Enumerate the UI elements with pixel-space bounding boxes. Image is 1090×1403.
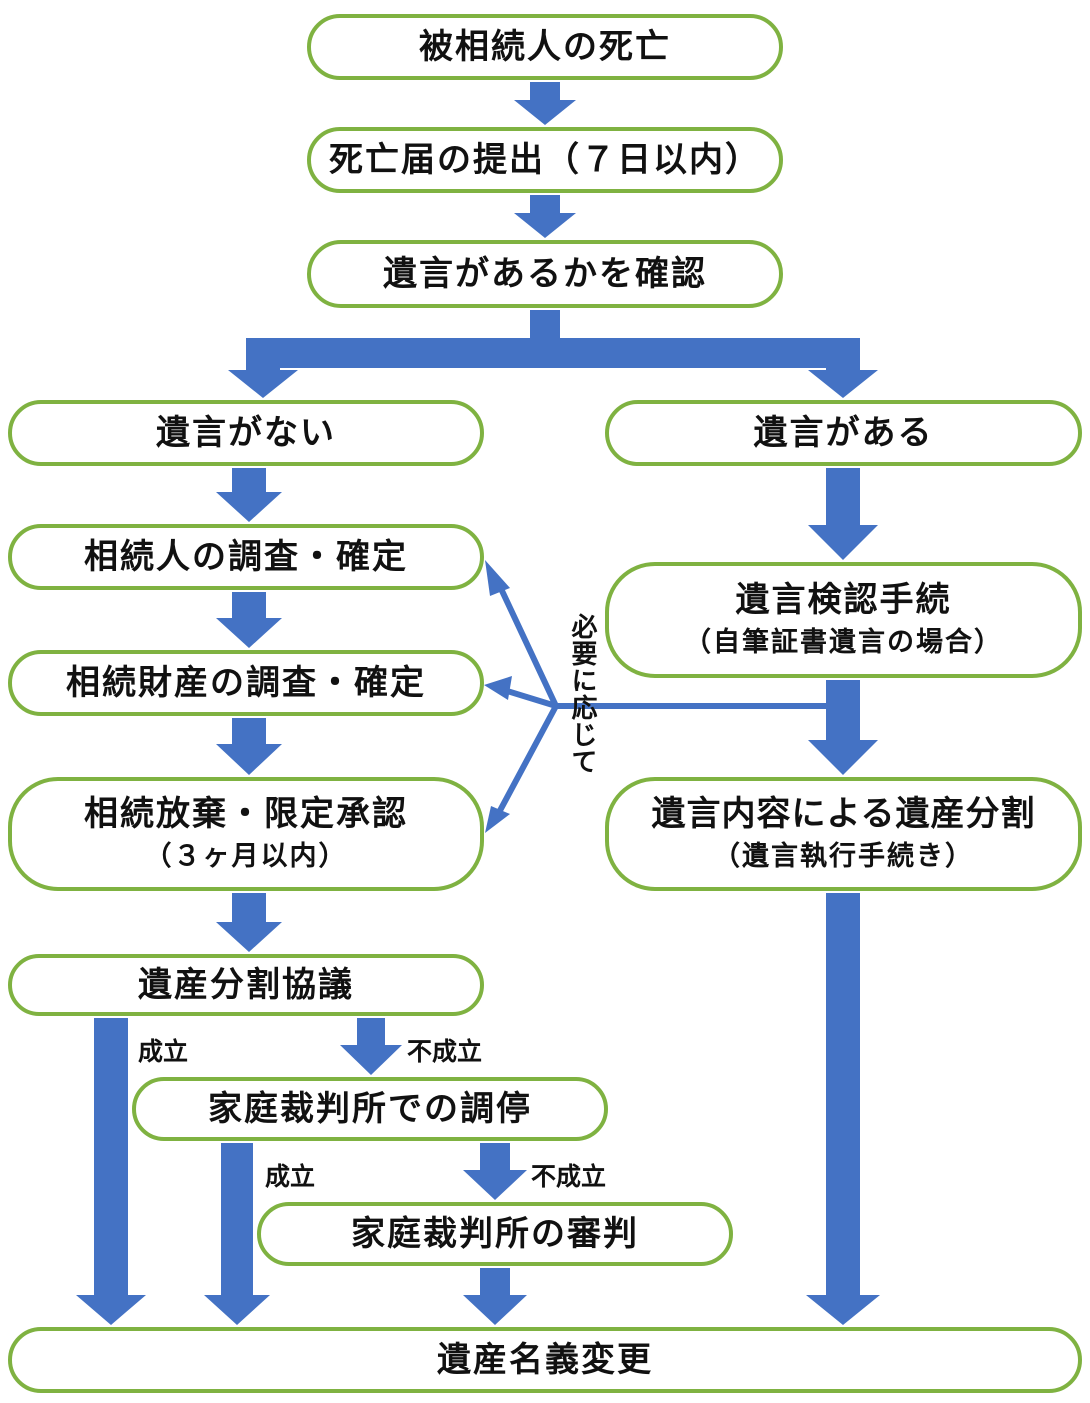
node-no-will-label: 遺言がない [156, 412, 336, 453]
node-will-division-sublabel: （遺言執行手続き） [713, 840, 974, 872]
node-death-label: 被相続人の死亡 [419, 26, 671, 67]
node-renounce-sublabel: （３ヶ月以内） [144, 840, 348, 872]
node-mediation: 家庭裁判所での調停 [132, 1077, 608, 1141]
node-will-division: 遺言内容による遺産分割 （遺言執行手続き） [605, 777, 1082, 891]
node-will-probate-label: 遺言検認手続 [735, 580, 952, 621]
node-asset-survey: 相続財産の調査・確定 [8, 650, 484, 716]
node-renounce-label: 相続放棄・限定承認 [84, 794, 408, 835]
arrowhead-to-asset [484, 676, 512, 700]
label-established-2: 成立 [265, 1162, 316, 1191]
arrow-mediation-to-title [204, 1143, 270, 1325]
node-has-will-label: 遺言がある [753, 412, 934, 453]
node-check-will: 遺言があるかを確認 [307, 240, 783, 308]
node-division-talk: 遺産分割協議 [8, 954, 484, 1016]
label-not-established-2: 不成立 [531, 1162, 607, 1191]
node-asset-survey-label: 相続財産の調査・確定 [66, 662, 426, 703]
arrowhead-to-heir [485, 560, 510, 596]
line-as-needed-to-asset [501, 687, 559, 709]
arrow-division-to-title [76, 1018, 146, 1325]
label-not-established-1: 不成立 [407, 1037, 483, 1066]
node-title-change: 遺産名義変更 [8, 1327, 1082, 1393]
node-will-probate: 遺言検認手続 （自筆証書遺言の場合） [605, 562, 1082, 678]
line-as-needed-to-heir [493, 575, 559, 709]
arrow-probate-to-division [808, 680, 878, 775]
arrow-division-to-mediation [340, 1018, 402, 1075]
arrow-check-to-no-will [228, 310, 878, 398]
node-death-notice-label: 死亡届の提出（７日以内） [329, 139, 761, 180]
node-renounce: 相続放棄・限定承認 （３ヶ月以内） [8, 777, 484, 891]
arrow-adjudication-to-title [463, 1268, 527, 1325]
label-as-needed: 必要に応じて [567, 613, 597, 775]
node-will-probate-sublabel: （自筆証書遺言の場合） [684, 626, 1003, 658]
arrow-will-division-to-title [806, 893, 880, 1325]
arrow-death-to-notice [514, 82, 576, 125]
arrow-mediation-to-adjudication [463, 1143, 527, 1200]
arrow-asset-to-renounce [216, 718, 282, 775]
arrowhead-to-renounce [485, 806, 510, 833]
node-title-change-label: 遺産名義変更 [437, 1339, 653, 1380]
node-no-will: 遺言がない [8, 400, 484, 466]
arrow-renounce-to-division [216, 893, 282, 952]
node-heir-survey: 相続人の調査・確定 [8, 524, 484, 590]
node-heir-survey-label: 相続人の調査・確定 [84, 536, 408, 577]
arrow-notice-to-check [514, 195, 576, 238]
arrow-heir-to-asset [216, 592, 282, 648]
node-adjudication: 家庭裁判所の審判 [257, 1202, 733, 1266]
node-death-notice: 死亡届の提出（７日以内） [307, 127, 783, 193]
node-has-will: 遺言がある [605, 400, 1082, 466]
node-death: 被相続人の死亡 [307, 14, 783, 80]
node-adjudication-label: 家庭裁判所の審判 [351, 1213, 639, 1254]
arrow-will-to-probate [808, 468, 878, 560]
node-mediation-label: 家庭裁判所での調停 [208, 1088, 532, 1129]
node-will-division-label: 遺言内容による遺産分割 [651, 794, 1036, 835]
arrow-no-will-to-heir [216, 468, 282, 522]
node-division-talk-label: 遺産分割協議 [138, 964, 354, 1005]
node-check-will-label: 遺言があるかを確認 [383, 253, 707, 294]
line-as-needed-to-renounce [493, 703, 559, 821]
label-established-1: 成立 [138, 1037, 189, 1066]
